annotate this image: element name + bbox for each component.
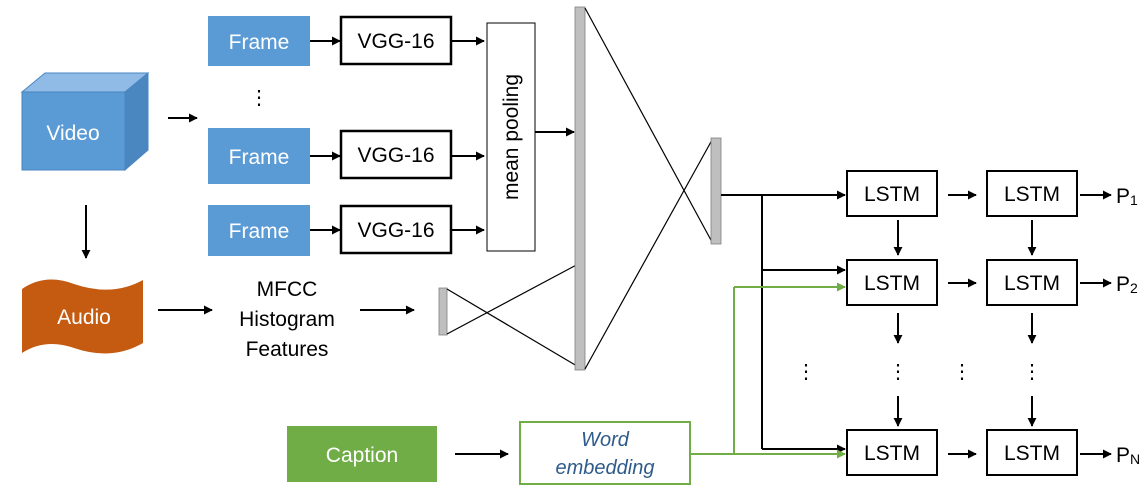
word-embedding-box: Word embedding <box>519 421 691 485</box>
frame-ellipsis: ⋮ <box>249 87 269 109</box>
frame-box-2: Frame <box>208 128 310 184</box>
video-cube-front <box>21 91 126 171</box>
vdots-2: ⋮ <box>888 361 908 383</box>
vgg-box-2: VGG-16 <box>339 129 453 180</box>
vdots-1: ⋮ <box>796 361 816 383</box>
mfcc-line-2: Histogram <box>239 308 335 331</box>
hidden-feature-bar <box>710 137 722 245</box>
vgg-label-2: VGG-16 <box>357 144 434 167</box>
fc-audio-top-to-concat-bottom <box>446 288 583 370</box>
video-label: Video <box>46 122 99 145</box>
lstm-n-1: LSTM <box>846 429 938 476</box>
vgg-label-1: VGG-16 <box>357 30 434 53</box>
output-p2: P2 <box>1116 273 1138 296</box>
vgg-box-3: VGG-16 <box>339 204 453 255</box>
lstm-2-2: LSTM <box>986 259 1078 306</box>
lstm-label: LSTM <box>864 442 920 465</box>
frame-box-3: Frame <box>208 205 310 256</box>
frame-label-1: Frame <box>229 31 290 54</box>
frame-box-1: Frame <box>208 16 310 66</box>
frame-label-2: Frame <box>229 146 290 169</box>
fc-audio-bottom-to-concat-mid <box>446 261 583 335</box>
word-embedding-line-1: Word <box>581 429 630 451</box>
vgg-box-1: VGG-16 <box>339 15 453 66</box>
video-cube: Video <box>20 71 150 172</box>
lstm-1-2: LSTM <box>986 170 1078 217</box>
audio-shape: Audio <box>22 279 143 354</box>
audio-label: Audio <box>57 306 111 329</box>
concat-feature-bar <box>574 6 586 371</box>
fc-concat-top-to-hidden-bottom <box>584 7 713 243</box>
word-embedding-line-2: embedding <box>556 457 655 479</box>
lstm-1-1: LSTM <box>846 170 938 217</box>
mfcc-line-3: Features <box>246 338 329 361</box>
lstm-label: LSTM <box>1004 272 1060 295</box>
lstm-label: LSTM <box>864 272 920 295</box>
fc-concat-bottom-to-hidden-top <box>584 139 713 370</box>
audio-feature-bar <box>438 287 448 336</box>
lstm-label: LSTM <box>1004 442 1060 465</box>
mfcc-line-1: MFCC <box>257 278 318 301</box>
lstm-label: LSTM <box>864 183 920 206</box>
caption-label: Caption <box>326 444 398 467</box>
vdots-4: ⋮ <box>1022 361 1042 383</box>
mean-pooling-box: mean pooling <box>486 22 536 252</box>
vdots-3: ⋮ <box>952 361 972 383</box>
frame-label-3: Frame <box>229 220 290 243</box>
mean-pooling-label: mean pooling <box>500 74 523 200</box>
lstm-n-2: LSTM <box>986 429 1078 476</box>
output-pn: PN <box>1116 444 1140 467</box>
vgg-label-3: VGG-16 <box>357 219 434 242</box>
output-p1: P1 <box>1116 185 1138 208</box>
lstm-label: LSTM <box>1004 183 1060 206</box>
caption-box: Caption <box>287 426 437 482</box>
lstm-2-1: LSTM <box>846 259 938 306</box>
